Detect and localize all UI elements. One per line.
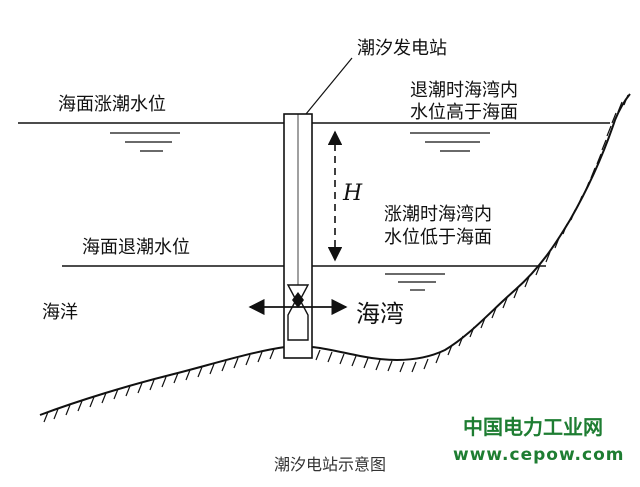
brand-url: www.cepow.com <box>453 445 625 465</box>
ground-hatching <box>43 94 629 423</box>
low-tide-label: 海面退潮水位 <box>82 237 190 258</box>
station-label: 潮汐发电站 <box>357 38 447 59</box>
station-leader-line <box>305 57 353 115</box>
flood-note-line1: 涨潮时海湾内 <box>384 204 492 225</box>
caption: 潮汐电站示意图 <box>274 455 386 474</box>
bay-high-water-dashes <box>410 132 490 152</box>
high-tide-label: 海面涨潮水位 <box>58 94 166 115</box>
flood-note-line2: 水位低于海面 <box>384 227 492 248</box>
ocean-label: 海洋 <box>42 302 78 323</box>
seabed-ground-line <box>39 93 631 416</box>
ebb-note-line2: 水位高于海面 <box>410 102 518 123</box>
ocean-water-dashes <box>110 132 180 152</box>
brand-name: 中国电力工业网 <box>463 415 603 439</box>
ebb-note-line1: 退潮时海湾内 <box>410 80 518 101</box>
height-symbol: H <box>342 181 363 206</box>
bay-low-water-dashes <box>385 273 445 291</box>
bay-label: 海湾 <box>356 300 404 328</box>
